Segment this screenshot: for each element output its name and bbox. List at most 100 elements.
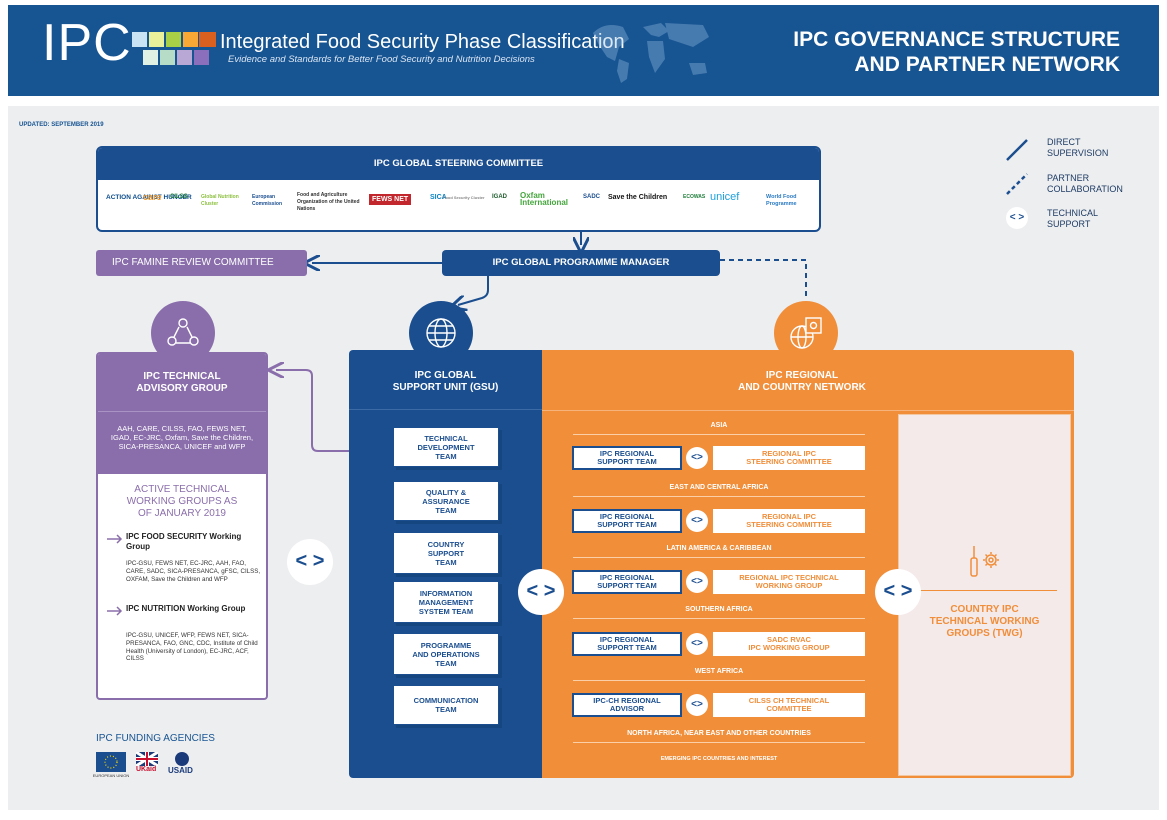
divider xyxy=(573,742,865,743)
technical-support-icon: <> xyxy=(686,447,708,469)
partner-logo-fsc: Food Security Cluster xyxy=(443,195,485,200)
emerging-countries: EMERGING IPC COUNTRIES AND INTEREST xyxy=(660,756,778,762)
eca-support-team: IPC REGIONAL SUPPORT TEAM xyxy=(572,509,682,533)
tag-title-line1: IPC TECHNICAL xyxy=(143,371,221,382)
sa-support-team: IPC REGIONAL SUPPORT TEAM xyxy=(572,632,682,656)
partner-logo-ec: European Commission xyxy=(252,194,283,207)
partner-logo-save-the-children: Save the Children xyxy=(608,194,668,201)
ipc-logo: IPC xyxy=(42,14,132,72)
active-working-groups-heading: ACTIVE TECHNICAL WORKING GROUPS AS OF JA… xyxy=(98,484,266,520)
active-line3: OF JANUARY 2019 xyxy=(137,508,226,519)
partner-logo-care: care xyxy=(143,192,162,202)
legend-partner-collaboration: PARTNER COLLABORATION xyxy=(1047,173,1123,194)
steering-committee-title: IPC GLOBAL STEERING COMMITTEE xyxy=(98,148,819,180)
team-country-support: COUNTRY SUPPORT TEAM xyxy=(393,532,499,574)
divider xyxy=(912,590,1057,591)
divider xyxy=(573,680,865,681)
logo-square xyxy=(199,32,216,47)
partner-logo-ecowas: ECOWAS xyxy=(683,194,706,200)
lac-working-group: REGIONAL IPC TECHNICAL WORKING GROUP xyxy=(713,570,865,594)
steering-committee-box: IPC GLOBAL STEERING COMMITTEE ACTION AGA… xyxy=(96,146,821,232)
nutrition-wg-members: IPC-GSU, UNICEF, WFP, FEWS NET, SICA-PRE… xyxy=(126,632,258,663)
region-east-central-africa: EAST AND CENTRAL AFRICA xyxy=(669,484,769,491)
partner-logo-sadc: SADC xyxy=(583,194,601,200)
usaid-seal-icon xyxy=(175,752,189,766)
active-line2: WORKING GROUPS AS xyxy=(126,496,238,507)
page-title-line2: AND PARTNER NETWORK xyxy=(854,53,1120,76)
team-quality-assurance: QUALITY & ASSURANCE TEAM xyxy=(393,481,499,521)
regional-title: IPC REGIONAL AND COUNTRY NETWORK xyxy=(542,350,1062,410)
partner-logo-aah: ACTION AGAINST HUNGER xyxy=(106,194,192,201)
technical-support-icon: < > xyxy=(518,569,564,615)
partner-collaboration-icon xyxy=(1006,173,1028,195)
food-security-wg-title: IPC FOOD SECURITY Working Group xyxy=(126,532,242,551)
partner-logo-gnc: Global Nutrition Cluster xyxy=(201,194,239,207)
page-title: IPC GOVERNANCE STRUCTURE AND PARTNER NET… xyxy=(700,27,1120,77)
eu-label: EUROPEAN UNION xyxy=(92,773,130,778)
legend-direct-supervision: DIRECT SUPERVISION xyxy=(1047,137,1109,158)
partner-logo-fao: Food and Agriculture Organization of the… xyxy=(297,192,360,212)
cilss-technical-committee: CILSS CH TECHNICAL COMMITTEE xyxy=(713,693,865,717)
technical-support-icon: <> xyxy=(686,510,708,532)
partner-logo-fewsnet: FEWS NET xyxy=(369,194,412,205)
team-communication: COMMUNICATION TEAM xyxy=(393,685,499,725)
food-security-wg-members: IPC-GSU, FEWS NET, EC-JRC, AAH, FAO, CAR… xyxy=(126,560,261,583)
partner-logo-wfp: World Food Programme xyxy=(766,194,797,207)
funding-agencies-title: IPC FUNDING AGENCIES xyxy=(96,733,215,744)
team-information-management: INFORMATION MANAGEMENT SYSTEM TEAM xyxy=(393,581,499,623)
tag-title-line2: ADVISORY GROUP xyxy=(136,383,228,394)
arrow-right-icon xyxy=(107,606,123,616)
team-programme-operations: PROGRAMME AND OPERATIONS TEAM xyxy=(393,633,499,675)
technical-support-icon: <> xyxy=(686,694,708,716)
regional-title-line2: AND COUNTRY NETWORK xyxy=(738,382,866,393)
arrow-right-icon xyxy=(107,534,123,544)
asia-steering-committee: REGIONAL IPC STEERING COMMITTEE xyxy=(713,446,865,470)
lac-support-team: IPC REGIONAL SUPPORT TEAM xyxy=(572,570,682,594)
partner-logo-igad: IGAD xyxy=(492,194,507,200)
partner-logo-sica: SICA xyxy=(430,194,447,201)
tag-title: IPC TECHNICAL ADVISORY GROUP xyxy=(98,354,266,411)
asia-support-team: IPC REGIONAL SUPPORT TEAM xyxy=(572,446,682,470)
technical-support-icon: < > xyxy=(1006,207,1028,229)
direct-supervision-icon xyxy=(1006,139,1028,161)
divider xyxy=(573,618,865,619)
global-programme-manager: IPC GLOBAL PROGRAMME MANAGER xyxy=(442,250,720,276)
region-west-africa: WEST AFRICA xyxy=(694,668,744,675)
divider xyxy=(542,410,1074,411)
partner-logo-cilss: CILSS xyxy=(170,194,188,200)
country-twg-title: COUNTRY IPC TECHNICAL WORKING GROUPS (TW… xyxy=(929,604,1040,639)
nutrition-wg-title: IPC NUTRITION Working Group xyxy=(126,604,246,613)
page-title-line1: IPC GOVERNANCE STRUCTURE xyxy=(793,28,1120,51)
technical-support-icon: < > xyxy=(875,569,921,615)
region-southern-africa: SOUTHERN AFRICA xyxy=(685,606,753,613)
divider xyxy=(573,557,865,558)
divider xyxy=(573,496,865,497)
active-line1: ACTIVE TECHNICAL xyxy=(134,484,230,495)
uk-flag-icon xyxy=(135,750,159,768)
gsu-title-line2: SUPPORT UNIT (GSU) xyxy=(392,382,499,393)
header-title: Integrated Food Security Phase Classific… xyxy=(220,31,625,53)
technical-support-icon: < > xyxy=(287,539,333,585)
wa-regional-advisor: IPC-CH REGIONAL ADVISOR xyxy=(572,693,682,717)
sadc-working-group: SADC RVAC IPC WORKING GROUP xyxy=(713,632,865,656)
region-north-africa-near-east: NORTH AFRICA, NEAR EAST AND OTHER COUNTR… xyxy=(627,730,811,737)
tools-gear-icon xyxy=(970,546,999,577)
divider xyxy=(573,434,865,435)
country-twg-box xyxy=(898,414,1071,776)
technical-advisory-group: IPC TECHNICAL ADVISORY GROUP AAH, CARE, … xyxy=(96,352,268,700)
gsu-title: IPC GLOBAL SUPPORT UNIT (GSU) xyxy=(349,350,542,410)
region-asia: ASIA xyxy=(710,422,728,429)
usaid-label: USAID xyxy=(168,766,193,775)
technical-support-icon: <> xyxy=(686,571,708,593)
eu-flag-icon xyxy=(96,752,126,772)
gsu-title-line1: IPC GLOBAL xyxy=(414,370,477,381)
team-technical-development: TECHNICAL DEVELOPMENT TEAM xyxy=(393,427,499,467)
technical-support-icon: <> xyxy=(686,633,708,655)
partner-logo-unicef: unicef xyxy=(710,191,740,203)
legend-technical-support: TECHNICAL SUPPORT xyxy=(1047,208,1099,229)
header-subtitle: Evidence and Standards for Better Food S… xyxy=(228,54,535,65)
regional-title-line1: IPC REGIONAL xyxy=(765,370,839,381)
world-map-icon xyxy=(593,23,709,83)
eca-steering-committee: REGIONAL IPC STEERING COMMITTEE xyxy=(713,509,865,533)
tag-members: AAH, CARE, CILSS, FAO, FEWS NET, IGAD, E… xyxy=(98,411,266,474)
